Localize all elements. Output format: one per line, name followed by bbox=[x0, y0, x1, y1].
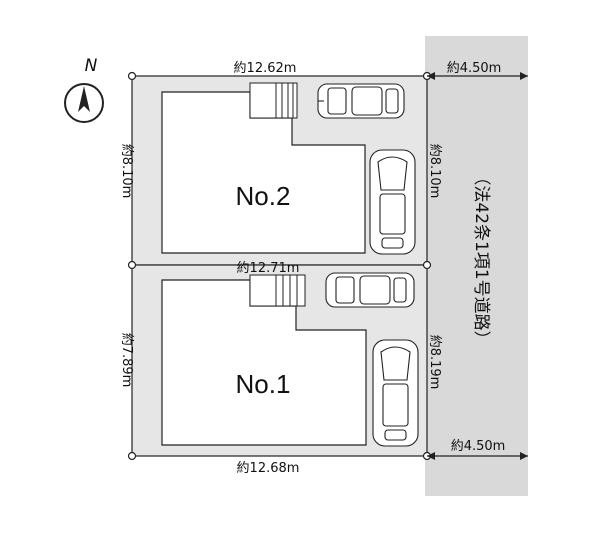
road-strip bbox=[425, 36, 528, 496]
dim-road-width-bottom: 約4.50m bbox=[451, 439, 506, 454]
car-icon bbox=[369, 149, 416, 255]
dim-no1-top-width: 約12.71m bbox=[237, 261, 300, 276]
north-arrow-icon bbox=[64, 83, 104, 123]
stairs-no1 bbox=[249, 274, 306, 307]
dim-no1-bottom-width: 約12.68m bbox=[237, 461, 300, 476]
car-icon bbox=[317, 83, 405, 119]
dim-no1-right-depth: 約8.19m bbox=[427, 335, 442, 390]
road-label: （法42条1項1号道路） bbox=[471, 168, 491, 347]
car-icon bbox=[325, 272, 415, 308]
stairs-no2 bbox=[249, 82, 298, 119]
dim-no2-right-depth: 約8.10m bbox=[427, 144, 442, 199]
dim-road-width-top: 約4.50m bbox=[447, 61, 502, 76]
car-icon bbox=[372, 339, 419, 447]
north-label: N bbox=[85, 56, 98, 76]
road-width-top bbox=[427, 72, 528, 80]
dim-no2-left-depth: 約8.10m bbox=[119, 144, 134, 199]
lot-no2-label: No.2 bbox=[236, 181, 291, 211]
dim-no1-left-depth: 約7.89m bbox=[119, 333, 134, 388]
road-width-bottom bbox=[427, 452, 528, 460]
dim-no2-top-width: 約12.62m bbox=[234, 61, 297, 76]
lot-no1-label: No.1 bbox=[236, 369, 291, 399]
